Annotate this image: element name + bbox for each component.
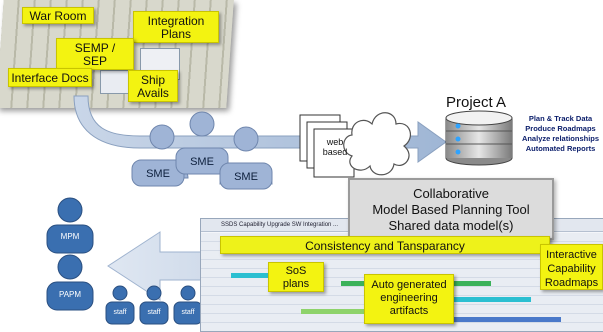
note-auto-artifacts: Auto generated engineering artifacts: [364, 274, 454, 324]
note-war-room: War Room: [22, 7, 94, 24]
capability-item: Produce Roadmaps: [525, 124, 596, 133]
staff-label: staff: [113, 309, 127, 316]
web-based-label: web based: [322, 137, 348, 157]
sme-label: SME: [234, 171, 258, 183]
sme-label: SME: [146, 168, 170, 180]
sme-label: SME: [190, 156, 214, 168]
note-integration-plans: Integration Plans: [133, 11, 219, 43]
note-interface-docs: Interface Docs: [8, 68, 92, 87]
papm-label: PAPM: [58, 290, 82, 299]
project-title: Project A: [446, 94, 507, 111]
planning-tool-box: Collaborative Model Based Planning Tool …: [348, 178, 554, 240]
gantt-bar: [451, 317, 561, 322]
note-ship-avails: Ship Avails: [128, 70, 178, 102]
gantt-bar: [301, 309, 421, 314]
capability-item: Analyze relationships: [521, 134, 600, 143]
tool-line-3: Shared data model(s): [388, 218, 514, 233]
note-consistency: Consistency and Tansparancy: [220, 236, 550, 254]
note-sos-plans: SoS plans: [268, 262, 324, 292]
capability-list: Plan & Track Data Produce Roadmaps Analy…: [518, 114, 603, 154]
capability-item: Plan & Track Data: [528, 114, 593, 123]
tool-line-2: Model Based Planning Tool: [372, 202, 530, 217]
staff-label: staff: [181, 309, 195, 316]
note-interactive-roadmaps: Interactive Capability Roadmaps: [540, 244, 603, 290]
capability-item: Automated Reports: [525, 144, 596, 153]
note-semp-sep: SEMP / SEP: [56, 38, 134, 70]
tool-line-1: Collaborative: [413, 186, 489, 201]
database-icon: [445, 110, 513, 166]
mpm-label: MPM: [60, 232, 80, 241]
cloud-icon: [343, 112, 412, 176]
gantt-bar: [401, 297, 531, 302]
staff-label: staff: [147, 309, 161, 316]
document-thumbnail: [100, 70, 132, 94]
